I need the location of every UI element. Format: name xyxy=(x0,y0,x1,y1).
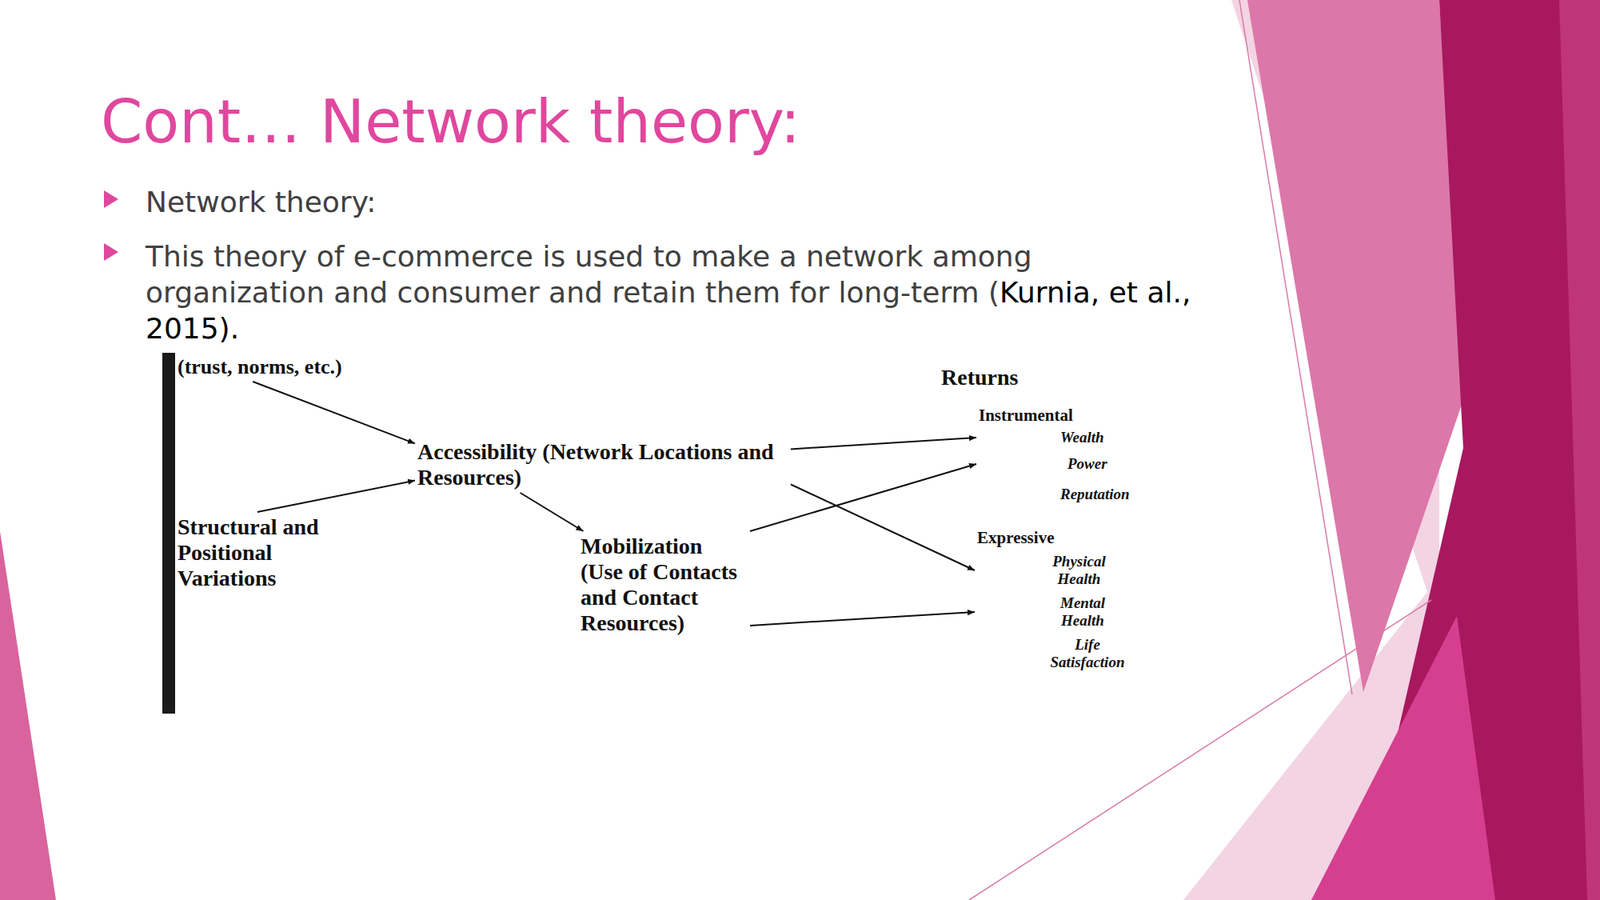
thin-line xyxy=(969,599,1432,900)
node-label: Instrumental xyxy=(978,404,1134,426)
diagram-node: Mobilization (Use of Contacts and Contac… xyxy=(578,530,751,639)
edge-strip xyxy=(1559,0,1600,900)
arrow-connector xyxy=(252,381,415,443)
returns-heading: Returns xyxy=(941,364,1018,391)
black-bar xyxy=(162,352,176,714)
bullet-marker xyxy=(103,243,119,261)
node-label: (trust, norms, etc.) xyxy=(177,355,346,380)
diagram-node: (trust, norms, etc.) xyxy=(175,352,348,382)
arrow-connector xyxy=(790,484,975,571)
diagram-node: Structural and Positional Variations xyxy=(175,511,372,594)
bullet-paragraph: This theory of e-commerce is used to mak… xyxy=(145,238,1209,347)
node-item: Reputation xyxy=(1060,485,1134,503)
node-item: Power xyxy=(1067,454,1134,473)
arrow-connector xyxy=(750,611,975,626)
node-item: Physical Health xyxy=(1041,552,1118,588)
arrow-connector xyxy=(790,437,977,449)
node-label: Expressive xyxy=(977,526,1134,548)
node-item: Wealth xyxy=(1060,428,1134,447)
diagram-node: InstrumentalWealthPowerReputation xyxy=(976,402,1136,506)
pink-band xyxy=(1247,0,1464,692)
bullet-marker xyxy=(103,190,119,208)
arrow-connector xyxy=(257,480,415,512)
node-label: Structural and Positional Variations xyxy=(177,514,366,591)
node-item: Mental Health xyxy=(1050,594,1115,630)
diagram-node: Accessibility (Network Locations and Res… xyxy=(414,436,791,493)
bright-triangle xyxy=(1311,615,1496,900)
node-label: Mobilization (Use of Contacts and Contac… xyxy=(580,533,745,636)
diagram-node: ExpressivePhysical HealthMental HealthLi… xyxy=(974,524,1137,674)
bullet-text: This theory of e-commerce is used to mak… xyxy=(145,239,1033,309)
thin-line xyxy=(1239,0,1353,695)
bullet-text: Network theory: xyxy=(145,185,376,219)
slide-title: Cont… Network theory: xyxy=(100,86,801,157)
left-triangle xyxy=(0,530,56,900)
arrow-connector xyxy=(750,463,977,531)
arrow-connector xyxy=(520,492,584,531)
node-label: Accessibility (Network Locations and Res… xyxy=(417,438,786,491)
node-item: Life Satisfaction xyxy=(1044,635,1131,671)
